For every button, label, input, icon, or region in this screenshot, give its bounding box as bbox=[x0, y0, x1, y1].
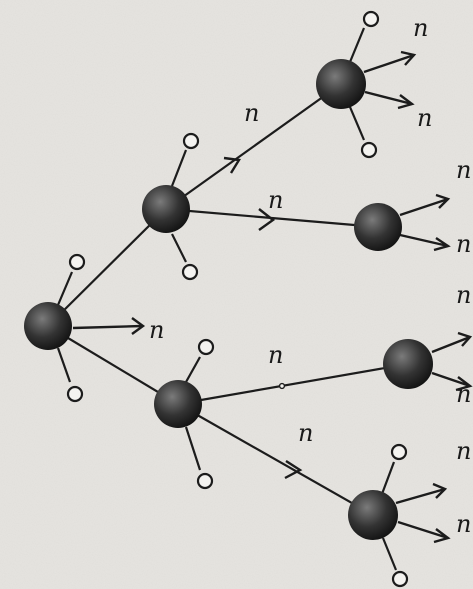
nucleus-icon bbox=[354, 203, 402, 251]
neutron-label: n bbox=[268, 341, 283, 369]
fission-fragment-icon bbox=[198, 474, 212, 488]
nucleus-icon bbox=[316, 59, 366, 109]
neutron-label: n bbox=[456, 437, 471, 465]
nucleus-icon bbox=[142, 185, 190, 233]
neutron-label: n bbox=[456, 510, 471, 538]
fission-fragment-icon bbox=[364, 12, 378, 26]
neutron-label: n bbox=[268, 186, 283, 214]
fission-fragment-icon bbox=[392, 445, 406, 459]
neutron-label: n bbox=[456, 230, 471, 258]
neutron-label: n bbox=[149, 316, 164, 344]
edge-marker-dot bbox=[280, 384, 285, 389]
nucleus-icon bbox=[154, 380, 202, 428]
neutron-label: n bbox=[244, 99, 259, 127]
neutron-label: n bbox=[413, 14, 428, 42]
fission-fragment-icon bbox=[362, 143, 376, 157]
fission-fragment-icon bbox=[183, 265, 197, 279]
fission-fragment-icon bbox=[199, 340, 213, 354]
fission-fragment-icon bbox=[393, 572, 407, 586]
neutron-label: n bbox=[456, 281, 471, 309]
neutron-label: n bbox=[298, 419, 313, 447]
nucleus-icon bbox=[383, 339, 433, 389]
fission-fragment-icon bbox=[70, 255, 84, 269]
neutron-label: n bbox=[417, 104, 432, 132]
fission-fragment-icon bbox=[68, 387, 82, 401]
nucleus-icon bbox=[348, 490, 398, 540]
neutron-label: n bbox=[456, 156, 471, 184]
nucleus-icon bbox=[24, 302, 72, 350]
neutron-label: n bbox=[456, 380, 471, 408]
fission-fragment-icon bbox=[184, 134, 198, 148]
